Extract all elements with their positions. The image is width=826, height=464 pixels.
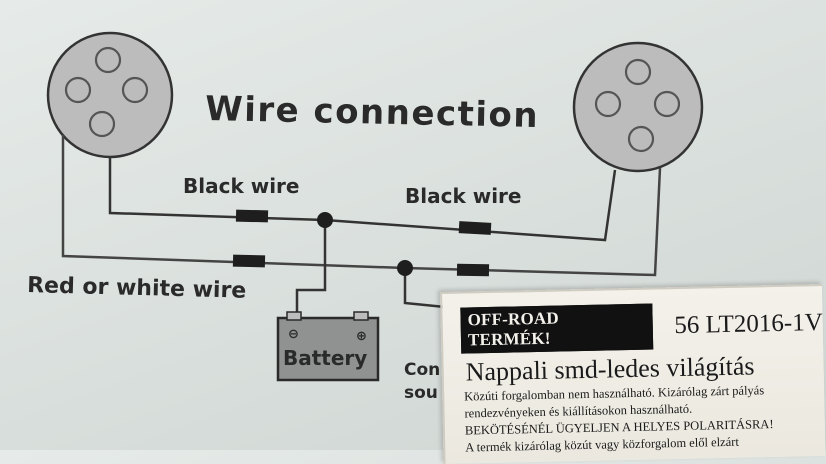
wiring-diagram: Wire connection Black wire Black wire Re…	[27, 31, 704, 403]
diagram-title: Wire connection	[205, 89, 540, 136]
sticker-header: OFF-ROAD TERMÉK! 56 LT2016-1V	[460, 300, 823, 354]
label-black-wire-left: Black wire	[183, 174, 299, 198]
red-white-wire	[61, 135, 662, 277]
offroad-badge: OFF-ROAD TERMÉK!	[460, 303, 653, 354]
label-black-wire-right: Black wire	[405, 184, 521, 208]
connector-red-left	[232, 254, 266, 268]
junction-black	[317, 212, 333, 228]
connector-black-left	[235, 209, 269, 223]
junction-red	[397, 260, 413, 276]
label-red-white-wire: Red or white wire	[27, 273, 247, 304]
product-sticker: OFF-ROAD TERMÉK! 56 LT2016-1V Nappali sm…	[440, 284, 826, 464]
left-lamp	[46, 31, 174, 159]
battery-label: Battery	[283, 346, 367, 370]
battery-plus-sign: ⊕	[356, 329, 367, 344]
connector-red-right	[456, 263, 490, 277]
product-code: 56 LT2016-1V	[674, 308, 824, 340]
right-lamp	[572, 41, 704, 173]
battery-minus-sign: ⊖	[288, 327, 299, 342]
control-lead	[403, 268, 456, 310]
connector-black-right	[458, 221, 492, 235]
battery-lead	[295, 220, 327, 320]
control-source-label-1: Con	[404, 360, 440, 380]
black-wire	[108, 157, 617, 242]
battery-icon	[276, 311, 380, 382]
control-source-label-2: sou	[404, 383, 438, 403]
product-title: Nappali smd-ledes világítás	[465, 351, 755, 387]
